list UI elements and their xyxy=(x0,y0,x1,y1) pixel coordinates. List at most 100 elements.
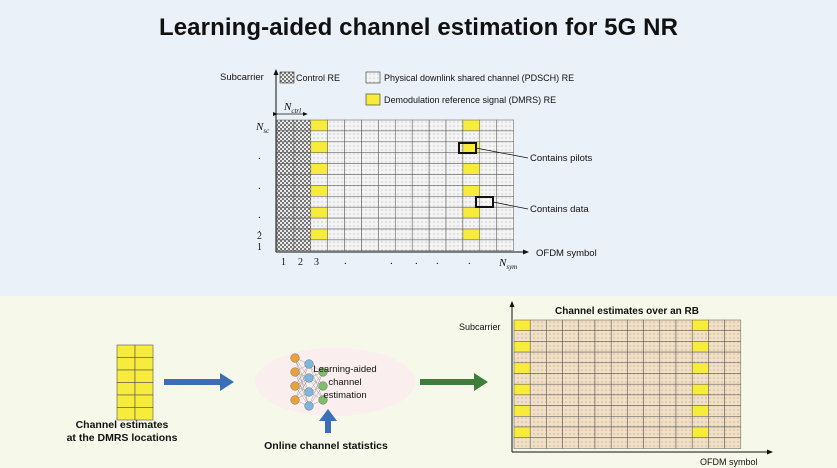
output-resource-element xyxy=(529,416,547,428)
output-resource-element xyxy=(724,351,742,364)
output-resource-element xyxy=(627,383,644,396)
n-ctrl-label: Nctrl xyxy=(283,101,301,115)
output-resource-element xyxy=(708,426,725,438)
resource-element xyxy=(462,185,481,197)
resource-element xyxy=(293,228,312,241)
resource-element xyxy=(310,174,328,186)
resource-element xyxy=(395,217,413,230)
output-resource-element xyxy=(627,405,644,417)
resource-element xyxy=(378,141,396,153)
resource-element xyxy=(496,163,514,175)
nn-node xyxy=(290,381,300,391)
output-resource-element xyxy=(562,351,580,364)
resource-element xyxy=(428,141,447,153)
resource-element xyxy=(344,217,362,230)
resource-element xyxy=(395,152,413,164)
output-resource-element xyxy=(708,405,725,417)
legend-pdsch-label: Physical downlink shared channel (PDSCH)… xyxy=(384,73,574,83)
output-resource-element xyxy=(610,405,628,417)
x-dot-5: . xyxy=(468,255,471,267)
legend-control-label: Control RE xyxy=(296,73,340,83)
resource-element xyxy=(428,196,447,208)
output-resource-element xyxy=(610,373,628,385)
output-resource-element xyxy=(675,394,693,406)
resource-element xyxy=(496,217,514,230)
resource-element xyxy=(361,141,379,153)
output-resource-element xyxy=(578,405,596,417)
output-resource-element xyxy=(643,330,661,342)
output-resource-element xyxy=(675,426,693,438)
resource-element xyxy=(327,196,345,208)
output-resource-element xyxy=(578,394,596,406)
output-resource-element xyxy=(691,416,709,428)
output-resource-element xyxy=(610,362,628,374)
output-resource-element xyxy=(578,330,596,342)
resource-element xyxy=(361,228,379,241)
dmrs-estimate-cell xyxy=(134,344,154,358)
resource-element xyxy=(293,206,312,219)
resource-element xyxy=(310,152,328,164)
output-resource-grid xyxy=(513,319,742,449)
annotation-pilots: Contains pilots xyxy=(530,153,593,164)
output-resource-element xyxy=(578,373,596,385)
top-x-axis-label: OFDM symbol xyxy=(536,248,597,259)
resource-element xyxy=(378,206,396,219)
output-resource-element xyxy=(513,319,531,331)
output-resource-element xyxy=(578,362,596,374)
output-resource-element xyxy=(529,373,547,385)
output-resource-element xyxy=(675,383,693,396)
output-resource-element xyxy=(562,362,580,374)
output-resource-element xyxy=(529,319,547,331)
output-resource-element xyxy=(627,330,644,342)
output-resource-element xyxy=(627,362,644,374)
resource-element xyxy=(276,119,295,132)
dmrs-estimates-block xyxy=(116,344,154,421)
output-resource-element xyxy=(643,405,661,417)
output-resource-element xyxy=(513,341,531,353)
resource-element xyxy=(411,174,430,186)
resource-element xyxy=(344,141,362,153)
output-resource-element xyxy=(546,394,563,406)
output-resource-element xyxy=(562,437,580,449)
output-resource-element xyxy=(627,394,644,406)
resource-element xyxy=(479,206,497,219)
data-pointer-line xyxy=(492,201,529,210)
output-resource-element xyxy=(708,351,725,364)
resource-element xyxy=(411,185,430,197)
output-resource-element xyxy=(659,362,677,374)
output-resource-element xyxy=(562,405,580,417)
output-resource-element xyxy=(546,405,563,417)
resource-element xyxy=(395,206,413,219)
output-resource-element xyxy=(529,351,547,364)
resource-element xyxy=(293,130,312,143)
resource-element xyxy=(445,239,464,252)
resource-element xyxy=(361,130,379,143)
output-resource-element xyxy=(578,383,596,396)
output-resource-element xyxy=(513,362,531,374)
resource-element xyxy=(411,228,430,241)
output-resource-element xyxy=(627,351,644,364)
output-resource-element xyxy=(724,383,742,396)
resource-element xyxy=(310,119,328,132)
output-resource-element xyxy=(513,416,531,428)
page-title: Learning-aided channel estimation for 5G… xyxy=(158,14,679,41)
output-resource-element xyxy=(529,437,547,449)
resource-element xyxy=(310,217,328,230)
output-resource-element xyxy=(529,394,547,406)
resource-element xyxy=(411,141,430,153)
output-resource-element xyxy=(659,426,677,438)
resource-element xyxy=(361,174,379,186)
dmrs-estimate-cell xyxy=(116,357,136,371)
output-resource-element xyxy=(659,416,677,428)
resource-element xyxy=(361,206,379,219)
output-resource-element xyxy=(562,319,580,331)
resource-element xyxy=(344,228,362,241)
resource-element xyxy=(479,217,497,230)
legend-pdsch-swatch xyxy=(365,71,381,84)
resource-element xyxy=(276,239,295,252)
output-resource-element xyxy=(546,383,563,396)
resource-element xyxy=(462,228,481,241)
resource-element xyxy=(378,196,396,208)
output-resource-element xyxy=(546,362,563,374)
output-resource-element xyxy=(627,426,644,438)
